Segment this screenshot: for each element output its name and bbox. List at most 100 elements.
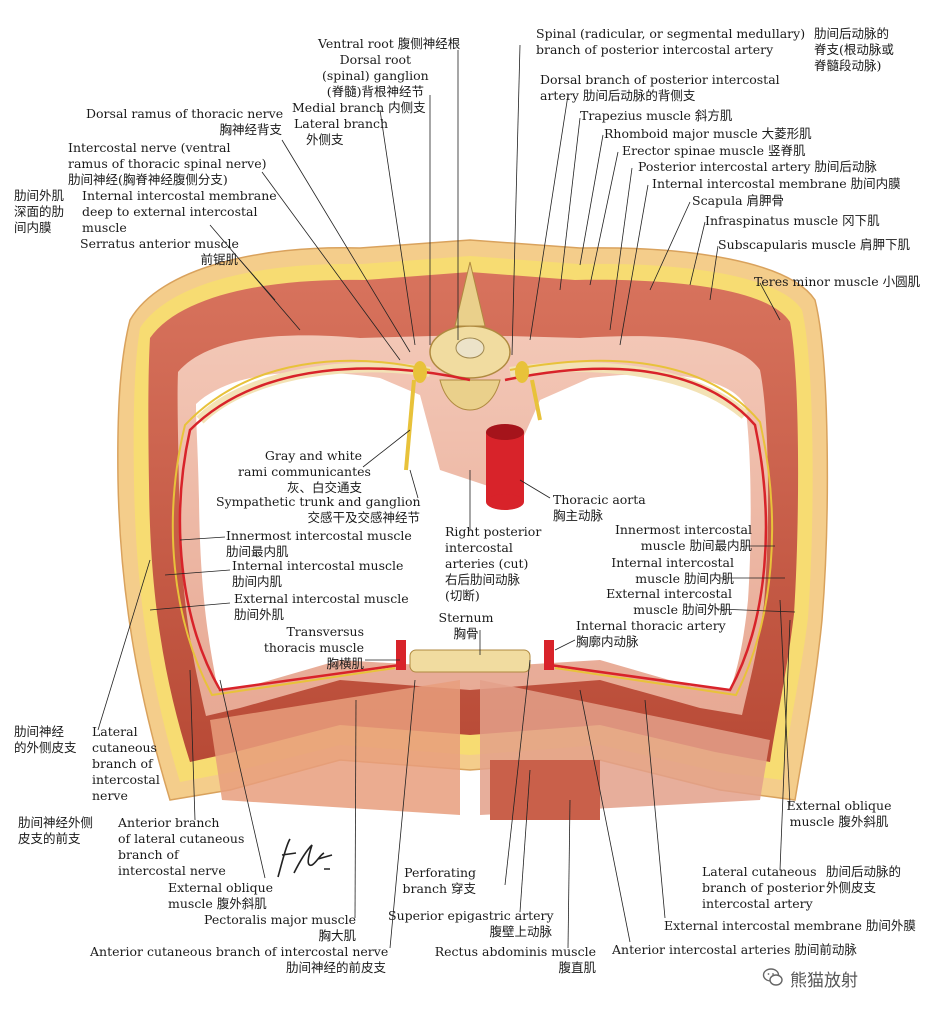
label-lateral-cut-en: Lateral cutaneous branch of intercostal … [92, 724, 160, 804]
label-transversus-3: 胸横肌 [326, 656, 364, 671]
label-ant-branch-en-1: Anterior branch [118, 815, 220, 830]
label-rami: Gray and white rami communicantes 灰、白交通支 [238, 448, 371, 496]
label-scapula: Scapula 肩胛骨 [692, 193, 784, 209]
label-intercostal-nerve-line2: ramus of thoracic spinal nerve) [68, 156, 267, 171]
label-thoracic-aorta-en: Thoracic aorta [553, 492, 646, 507]
label-rami-2: rami communicantes [238, 464, 371, 479]
label-internal-left-zh: 肋间内肌 [232, 574, 283, 589]
sympathetic-trunk-right [530, 379, 542, 421]
label-dorsal-ramus: Dorsal ramus of thoracic nerve 胸神经背支 [86, 106, 284, 138]
label-dorsal-root-ganglion: Dorsal root (spinal) ganglion (脊髓)背根神经节 [322, 52, 429, 100]
label-posterior-ia-text: Posterior intercostal artery 肋间后动脉 [638, 159, 877, 174]
label-internal-im: Internal intercostal membrane 肋间内膜 [652, 176, 901, 192]
label-external-oblique-left-1: External oblique [168, 880, 274, 895]
label-lateral-cut-en-1: Lateral [92, 724, 138, 739]
label-ant-branch-zh-2: 皮支的前支 [18, 831, 81, 846]
label-lat-cut-pia-en-3: intercostal artery [702, 896, 813, 911]
label-transversus-1: Transversus [286, 624, 364, 639]
label-rhomboid-text: Rhomboid major muscle 大菱形肌 [604, 126, 812, 141]
label-right-posterior-2: intercostal [445, 540, 513, 555]
label-medial-branch: Medial branch 内侧支 [292, 100, 426, 116]
wechat-logo-icon [762, 968, 783, 986]
label-lateral-cut-zh-1: 肋间神经 [14, 724, 65, 739]
label-trapezius-text: Trapezius muscle 斜方肌 [580, 108, 733, 123]
intercostal-nerve-right [509, 359, 774, 697]
label-innermost-left-zh: 肋间最内肌 [226, 544, 289, 559]
label-spinal-branch-zh-1: 肋间后动脉的 [814, 26, 890, 41]
spinal-ganglion-left [413, 361, 427, 383]
label-lat-cut-pia-zh: 肋间后动脉的 外侧皮支 [826, 864, 901, 896]
label-lateral-cut-en-3: branch of [92, 756, 153, 771]
label-external-left-zh: 肋间外肌 [234, 607, 285, 622]
label-ant-branch-zh: 肋间神经外侧 皮支的前支 [18, 815, 93, 847]
label-ventral-root-text: Ventral root 腹侧神经根 [318, 36, 461, 51]
label-subscapularis-text: Subscapularis muscle 肩胛下肌 [718, 237, 911, 252]
label-spinal-branch-zh-3: 脊髓段动脉) [814, 58, 882, 73]
label-serratus-zh: 前锯肌 [200, 252, 238, 267]
label-lateral-branch: Lateral branch 外侧支 [294, 116, 388, 148]
label-anterior-ia-text: Anterior intercostal arteries 肋间前动脉 [612, 942, 857, 957]
label-ant-cutaneous-zh: 肋间神经的前皮支 [285, 960, 386, 975]
vertebra-process [439, 379, 501, 411]
label-external-oblique-left-2: muscle 腹外斜肌 [168, 896, 267, 911]
label-iicm-left-en-2: deep to external intercostal [82, 204, 258, 219]
label-ant-branch-en-4: intercostal nerve [118, 863, 226, 878]
label-ant-branch-en-3: branch of [118, 847, 179, 862]
label-external-oblique-right-2: muscle 腹外斜肌 [789, 814, 889, 829]
label-internal-thoracic-zh: 胸廓内动脉 [576, 634, 639, 649]
label-anterior-ia: Anterior intercostal arteries 肋间前动脉 [612, 942, 857, 958]
rectus-block [490, 760, 600, 820]
label-internal-im-text: Internal intercostal membrane 肋间内膜 [652, 176, 901, 191]
label-lateral-cut-en-4: intercostal [92, 772, 160, 787]
label-internal-left-en: Internal intercostal muscle [232, 558, 404, 573]
spinal-ganglion-right [515, 361, 529, 383]
label-serratus-en: Serratus anterior muscle [80, 236, 239, 251]
label-thoracic-aorta: Thoracic aorta 胸主动脉 [553, 492, 646, 524]
label-infraspinatus: Infraspinatus muscle 冈下肌 [705, 213, 880, 229]
label-sympathetic-en: Sympathetic trunk and ganglion [216, 494, 421, 509]
label-transversus-2: thoracis muscle [263, 640, 364, 655]
thoracic-aorta-cap [486, 424, 524, 440]
label-rhomboid: Rhomboid major muscle 大菱形肌 [604, 126, 812, 142]
label-dorsal-ramus-en: Dorsal ramus of thoracic nerve [86, 106, 284, 121]
label-innermost-right-2: muscle 肋间最内肌 [640, 538, 752, 553]
label-external-oblique-left: External oblique muscle 腹外斜肌 [168, 880, 274, 912]
label-ant-cutaneous-en: Anterior cutaneous branch of intercostal… [90, 944, 389, 959]
label-lat-cut-pia-en-2: branch of posterior [702, 880, 825, 895]
label-scapula-text: Scapula 肩胛骨 [692, 193, 784, 208]
label-external-right-1: External intercostal [606, 586, 732, 601]
label-subscapularis: Subscapularis muscle 肩胛下肌 [718, 237, 910, 253]
label-iicm-left-zh: 肋间外肌 深面的肋 间内膜 [14, 188, 64, 236]
label-iicm-left-zh-2: 深面的肋 [14, 204, 65, 219]
internal-thoracic-left [396, 640, 406, 670]
sympathetic-trunk-left [404, 379, 416, 471]
leader-lines [97, 44, 796, 949]
label-serratus: Serratus anterior muscle 前锯肌 [80, 236, 239, 268]
label-lateral-branch-en: Lateral branch [294, 116, 389, 131]
label-pectoralis-en: Pectoralis major muscle [204, 912, 356, 927]
label-external-im-text: External intercostal membrane 肋间外膜 [664, 918, 916, 933]
label-lateral-cut-en-5: nerve [92, 788, 128, 803]
label-internal-thoracic-en: Internal thoracic artery [576, 618, 726, 633]
label-right-posterior-5: (切断) [445, 588, 480, 603]
label-ant-cutaneous: Anterior cutaneous branch of intercostal… [90, 944, 389, 976]
label-transversus: Transversus thoracis muscle 胸横肌 [258, 624, 364, 672]
label-internal-right-2: muscle 肋间内肌 [635, 571, 734, 586]
label-superior-epigastric-en: Superior epigastric artery [388, 908, 554, 923]
label-right-posterior: Right posterior intercostal arteries (cu… [445, 524, 541, 604]
label-lateral-cut-en-2: cutaneous [92, 740, 157, 755]
label-intercostal-nerve: Intercostal nerve (ventral ramus of thor… [68, 140, 267, 188]
label-dorsal-ramus-zh: 胸神经背支 [219, 122, 282, 137]
spinal-cord [455, 337, 485, 359]
label-teres-minor: Teres minor muscle 小圆肌 [754, 274, 920, 290]
label-rectus-zh: 腹直肌 [558, 960, 596, 975]
label-lateral-cut-zh: 肋间神经 的外侧皮支 [14, 724, 77, 756]
label-dorsal-root-line1: Dorsal root [339, 52, 412, 67]
label-iicm-left-en: Internal intercostal membrane deep to ex… [82, 188, 277, 236]
label-external-left-en: External intercostal muscle [234, 591, 409, 606]
label-erector: Erector spinae muscle 竖脊肌 [622, 143, 805, 159]
label-sympathetic-zh: 交感干及交感神经节 [307, 510, 420, 525]
label-innermost-right-1: Innermost intercostal [614, 522, 752, 537]
label-lat-cut-pia-zh-1: 肋间后动脉的 [826, 864, 902, 879]
label-spinal-branch-zh-2: 脊支(根动脉或 [814, 42, 894, 57]
